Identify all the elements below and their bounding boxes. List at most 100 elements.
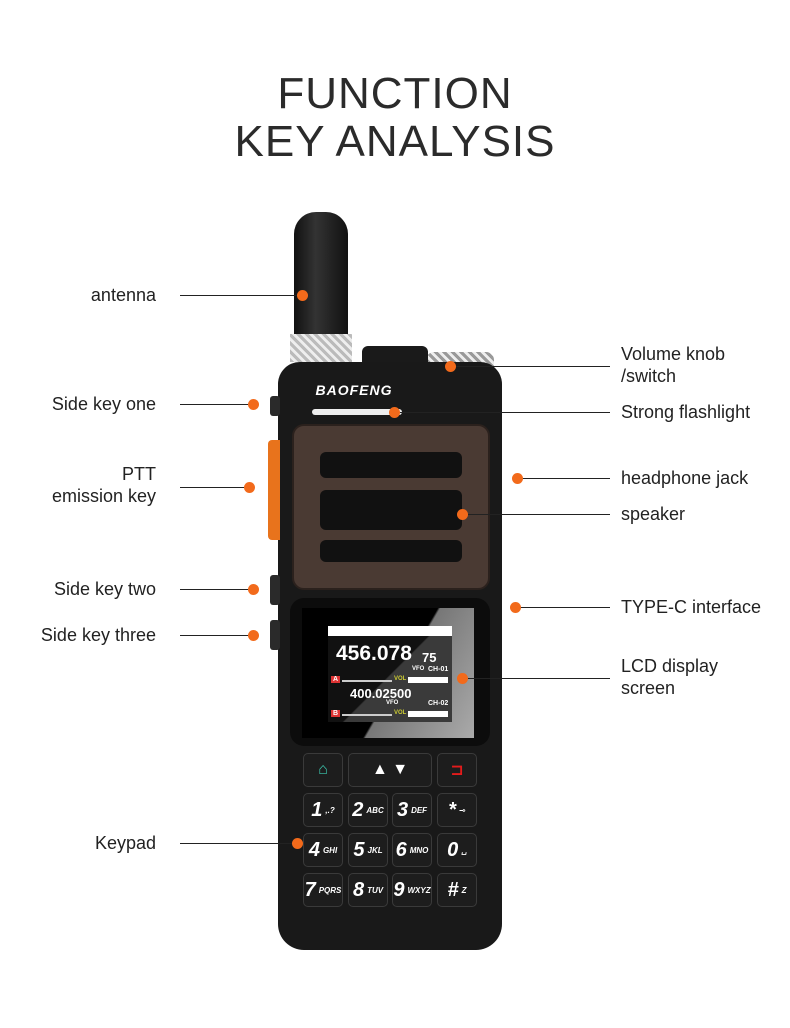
ch-b: CH-02 bbox=[428, 700, 449, 707]
key-letters: PQRS bbox=[318, 885, 342, 895]
lcd-label: LCD display bbox=[621, 656, 719, 676]
side-key-two-marker-dot bbox=[248, 584, 259, 595]
ptt-button bbox=[268, 440, 280, 540]
headphone-marker-dot bbox=[512, 473, 523, 484]
lcd-leader-line bbox=[462, 678, 610, 679]
antenna bbox=[294, 212, 348, 337]
key-digit: 7 bbox=[304, 878, 316, 901]
speaker-marker-dot bbox=[457, 509, 468, 520]
key-letters: ⊸ bbox=[459, 805, 466, 815]
antenna-marker-dot bbox=[297, 290, 308, 301]
title-line-1: FUNCTION bbox=[277, 69, 513, 118]
ptt-label: PTT bbox=[122, 464, 156, 484]
side-key-three bbox=[270, 620, 280, 650]
side-key-one-leader-line bbox=[180, 404, 253, 405]
ch-a: CH-01 bbox=[428, 666, 449, 673]
side-key-three-leader-line bbox=[180, 635, 253, 636]
volume-marker-dot bbox=[445, 361, 456, 372]
key-digit: 8 bbox=[352, 878, 365, 901]
lcd-display: 456.078 75 VFO CH-01 A VOL 400.02500 VFO… bbox=[328, 626, 452, 722]
keypad-key: *⊸ bbox=[437, 793, 477, 827]
key-letters: MNO bbox=[409, 845, 429, 855]
volume-leader-line bbox=[450, 366, 610, 367]
keypad-leader-line bbox=[180, 843, 297, 844]
keypad-key: 1,.? bbox=[303, 793, 343, 827]
ptt-marker-dot bbox=[244, 482, 255, 493]
tag-b: B bbox=[331, 710, 341, 717]
key-digit: 2 bbox=[352, 798, 364, 821]
speaker-label: speaker bbox=[621, 504, 686, 524]
lcd-marker-dot bbox=[457, 673, 468, 684]
key-digit: 6 bbox=[395, 838, 407, 861]
freq-b: 400.02500 bbox=[350, 686, 412, 701]
keypad-marker-dot bbox=[292, 838, 303, 849]
volume-label: Volume knob bbox=[621, 344, 726, 364]
key-letters: DEF bbox=[411, 805, 428, 815]
key-digit: # bbox=[447, 878, 459, 901]
key-letters: ABC bbox=[366, 805, 384, 815]
side-key-two-leader-line bbox=[180, 589, 253, 590]
key-letters: GHI bbox=[322, 845, 338, 855]
typec-marker-dot bbox=[510, 602, 521, 613]
volume-label-2: /switch bbox=[621, 366, 677, 386]
keypad-key: #Z bbox=[437, 873, 477, 907]
key-digit: 5 bbox=[353, 838, 365, 861]
key-letters: Z bbox=[461, 885, 467, 895]
freq-a-sub: 75 bbox=[422, 650, 437, 665]
key-digit: 1 bbox=[311, 798, 323, 821]
up-down-key: ▲ ▼ bbox=[348, 753, 432, 787]
typec-label: TYPE-C interface bbox=[621, 597, 762, 617]
key-letters: JKL bbox=[367, 845, 383, 855]
side-key-one-label: Side key one bbox=[51, 394, 156, 414]
side-key-two-label: Side key two bbox=[53, 579, 156, 599]
key-letters: WXYZ bbox=[407, 885, 431, 895]
side-key-one bbox=[270, 396, 280, 416]
vol-b: VOL bbox=[394, 710, 407, 716]
freq-a: 456.078 bbox=[336, 642, 412, 665]
antenna-base bbox=[290, 334, 352, 362]
key-digit: 3 bbox=[396, 798, 409, 821]
antenna-leader-line bbox=[180, 295, 302, 296]
key-digit: 0 bbox=[447, 838, 459, 861]
key-letters: ,.? bbox=[325, 805, 335, 815]
side-key-three-marker-dot bbox=[248, 630, 259, 641]
speaker-grille bbox=[292, 424, 490, 590]
home-key: ⌂ bbox=[303, 753, 343, 787]
mode-b: VFO bbox=[386, 700, 399, 706]
speaker-leader-line bbox=[462, 514, 610, 515]
vol-a: VOL bbox=[394, 676, 407, 682]
ptt-label-2: emission key bbox=[51, 486, 156, 506]
ptt-leader-line bbox=[180, 487, 249, 488]
key-letters: TUV bbox=[367, 885, 384, 895]
key-digit: 9 bbox=[393, 878, 405, 901]
key-letters: ␣ bbox=[461, 845, 467, 855]
title-line-2: KEY ANALYSIS bbox=[234, 117, 556, 166]
flashlight bbox=[312, 409, 402, 415]
antenna-label: antenna bbox=[90, 285, 156, 305]
key-digit: 4 bbox=[308, 838, 320, 861]
key-digit: * bbox=[448, 798, 457, 821]
tag-a: A bbox=[331, 676, 341, 683]
keypad-key: 0␣ bbox=[437, 833, 477, 867]
mode-a: VFO bbox=[412, 666, 425, 672]
brand-logo: BAOFENG bbox=[315, 382, 393, 398]
flashlight-marker-dot bbox=[389, 407, 400, 418]
side-key-three-label: Side key three bbox=[40, 625, 156, 645]
flashlight-label: Strong flashlight bbox=[621, 402, 751, 422]
side-key-two bbox=[270, 575, 280, 605]
headphone-label: headphone jack bbox=[621, 468, 749, 488]
keypad-label: Keypad bbox=[94, 833, 156, 853]
headphone-leader-line bbox=[517, 478, 610, 479]
lcd-label-2: screen bbox=[621, 678, 676, 698]
side-key-one-marker-dot bbox=[248, 399, 259, 410]
flashlight-leader-line bbox=[394, 412, 610, 413]
back-key: ⊐ bbox=[437, 753, 477, 787]
